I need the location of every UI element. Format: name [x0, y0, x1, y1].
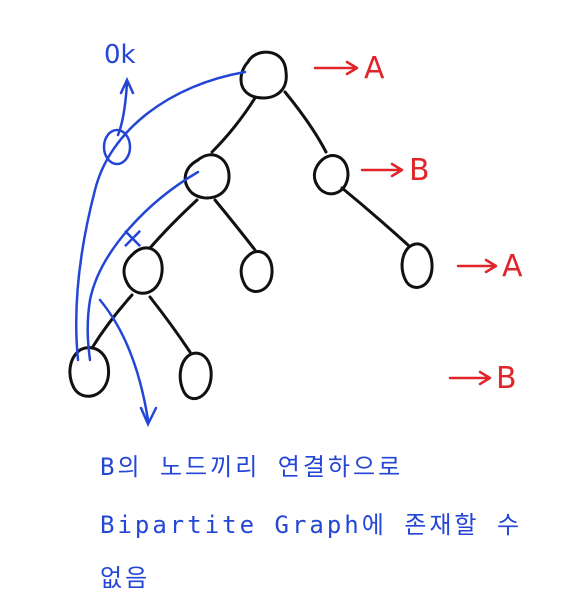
blue-arc-left-to-leaf	[86, 170, 200, 362]
level-label-row-1: A	[313, 51, 385, 86]
note-line-2: Bipartite Graph에 존재할 수	[100, 511, 523, 539]
up-arrow-icon	[119, 77, 135, 95]
blue-arc-to-down	[98, 298, 150, 422]
node-level3-leaf1	[68, 346, 111, 398]
node-root	[239, 50, 288, 100]
level-label: A	[502, 249, 523, 284]
edge-root-right	[283, 90, 328, 154]
level-label-row-2: B	[360, 153, 430, 188]
node-level2-right	[400, 242, 434, 289]
blue-circle-mark	[102, 128, 132, 166]
down-arrow-icon	[139, 406, 158, 427]
edge-ll-leaf2	[148, 295, 192, 354]
edge-right-rightchild	[340, 186, 410, 247]
level-label-row-4: B	[448, 361, 517, 396]
tree-edges	[90, 90, 410, 354]
red-arrow-icon	[456, 258, 498, 274]
edge-ll-leaf1	[90, 293, 134, 350]
note-line-1: B의 노드끼리 연결하으로	[100, 453, 404, 481]
red-arrow-icon	[313, 60, 359, 76]
level-labels: A B A B	[313, 51, 523, 396]
note-line-3: 없음	[100, 564, 151, 592]
edge-left-leftright	[213, 198, 257, 252]
node-level3-leaf2	[178, 351, 213, 401]
tree-nodes	[68, 50, 434, 401]
node-level1-right	[312, 154, 350, 196]
level-label: B	[409, 153, 430, 188]
level-label: B	[496, 361, 517, 396]
red-arrow-icon	[360, 162, 404, 178]
cross-mark: ×	[120, 221, 145, 256]
red-arrow-icon	[448, 370, 492, 386]
ok-label: 0k	[104, 40, 136, 70]
node-level2-leftleft	[122, 246, 164, 295]
node-level1-left	[183, 153, 231, 200]
level-label-row-3: A	[456, 249, 523, 284]
node-level2-leftright	[239, 250, 274, 293]
blue-arc-root-to-leaf	[74, 70, 247, 362]
blue-annotations	[74, 70, 247, 427]
level-label: A	[364, 51, 385, 86]
edge-root-left	[210, 96, 257, 154]
edge-left-leftleft	[148, 198, 199, 250]
